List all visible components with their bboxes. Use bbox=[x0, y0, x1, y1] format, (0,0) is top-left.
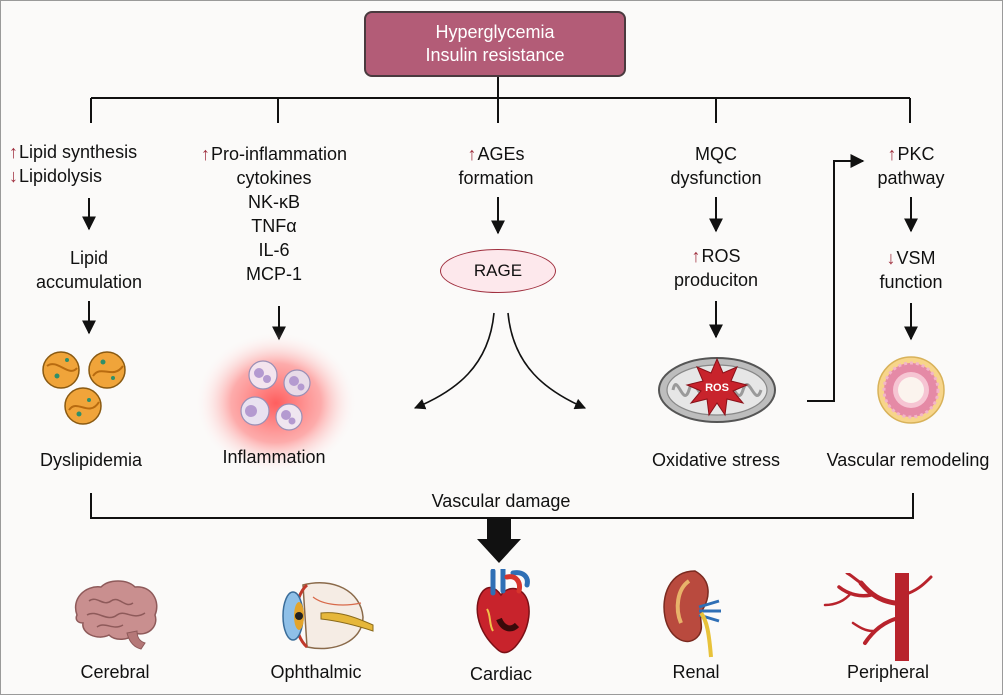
pkc-pathway-label: pathway bbox=[877, 168, 945, 188]
immune-cells-icon bbox=[194, 331, 358, 475]
inflammation-outcome-label: Inflammation bbox=[222, 447, 326, 467]
ros-label: ROS bbox=[651, 244, 781, 268]
inflammation-header: Pro-inflammation cytokines NK-κB TNFα IL… bbox=[189, 142, 359, 286]
lipid-droplets-icon bbox=[42, 351, 126, 425]
vsm-block: VSM function bbox=[851, 246, 971, 294]
vessel-cross-section-icon bbox=[877, 356, 945, 424]
root-line1: Hyperglycemia bbox=[435, 22, 555, 42]
organ-label-peripheral: Peripheral bbox=[846, 662, 930, 682]
organ-label-renal: Renal bbox=[672, 662, 720, 682]
lipidolysis-label: Lipidolysis bbox=[9, 164, 137, 188]
mcp1-label: MCP-1 bbox=[245, 264, 302, 284]
vsm-function-label: function bbox=[879, 272, 943, 292]
ros-production-label: produciton bbox=[673, 270, 759, 290]
vascular-remodeling-label: Vascular remodeling bbox=[826, 450, 990, 470]
ros-production-block: ROS produciton bbox=[651, 244, 781, 292]
kidney-icon bbox=[663, 570, 721, 658]
ros-badge: ROS bbox=[705, 382, 729, 394]
organ-label-cardiac: Cardiac bbox=[469, 664, 533, 684]
ages-label: AGEs bbox=[431, 142, 561, 166]
artery-icon bbox=[823, 573, 933, 661]
pkc-header: PKC pathway bbox=[851, 142, 971, 190]
oxidative-stress-label: Oxidative stress bbox=[651, 450, 781, 470]
organ-label-cerebral: Cerebral bbox=[80, 662, 150, 682]
rage-receptor: RAGE bbox=[440, 249, 556, 293]
ages-header: AGEs formation bbox=[431, 142, 561, 190]
eye-icon bbox=[282, 582, 374, 650]
heart-icon bbox=[476, 569, 530, 654]
mqc-label: MQC bbox=[695, 144, 737, 164]
brain-icon bbox=[74, 580, 158, 650]
lipid-accumulation-label: Lipid accumulation bbox=[35, 248, 143, 292]
pkc-label: PKC bbox=[851, 142, 971, 166]
ages-formation-label: formation bbox=[458, 168, 534, 188]
mqc-dysfunction-label: dysfunction bbox=[670, 168, 762, 188]
mqc-header: MQC dysfunction bbox=[651, 142, 781, 190]
lipid-header: Lipid synthesis Lipidolysis bbox=[9, 140, 137, 188]
vascular-damage-label: Vascular damage bbox=[431, 491, 571, 511]
nfkb-label: NK-κB bbox=[247, 192, 300, 212]
tnfa-label: TNFα bbox=[251, 216, 297, 236]
root-line2: Insulin resistance bbox=[425, 45, 565, 65]
lipid-synthesis-label: Lipid synthesis bbox=[9, 140, 137, 164]
big-down-arrow bbox=[477, 518, 521, 563]
root-box: Hyperglycemia Insulin resistance bbox=[364, 11, 626, 77]
il6-label: IL-6 bbox=[258, 240, 290, 260]
organ-label-ophthalmic: Ophthalmic bbox=[270, 662, 362, 682]
mitochondrion-icon: ROS bbox=[658, 357, 776, 423]
dyslipidemia-label: Dyslipidemia bbox=[39, 450, 143, 470]
vsm-label: VSM bbox=[851, 246, 971, 270]
pro-inflammation-label: Pro-inflammation bbox=[189, 142, 359, 166]
cytokines-label: cytokines bbox=[236, 168, 312, 188]
